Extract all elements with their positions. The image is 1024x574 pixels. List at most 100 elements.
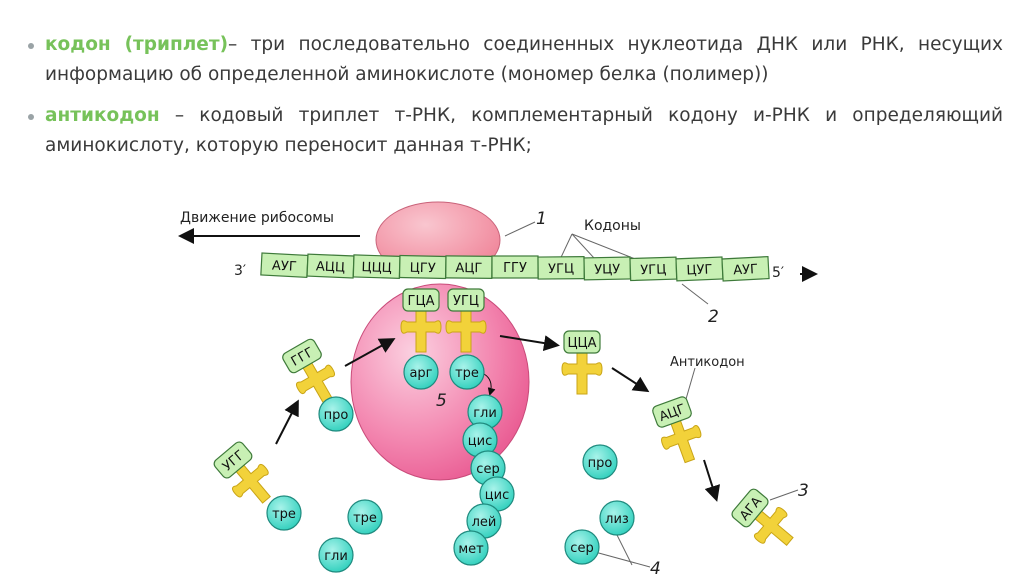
bullet-dot — [28, 114, 34, 120]
trna: АЦГ — [652, 396, 702, 464]
arrow-icon — [499, 335, 560, 351]
amino-acid: мет — [453, 530, 489, 566]
amino-acid: арг — [403, 354, 439, 390]
number-label: 2 — [708, 307, 719, 327]
number-label: 3 — [798, 481, 809, 501]
arrow-icon — [703, 459, 721, 502]
number-label: 1 — [536, 209, 547, 229]
amino-acid-label: гли — [473, 406, 497, 421]
amino-acid-label: сер — [476, 462, 499, 477]
codon-label: АЦГ — [455, 261, 482, 276]
anticodon-box — [731, 488, 769, 528]
trna: УГЦ — [445, 288, 487, 353]
codon-label: АУГ — [272, 259, 298, 275]
amino-acid-label: мет — [458, 542, 484, 557]
pointer-line — [594, 551, 651, 568]
trna-body-icon — [400, 309, 442, 353]
ribosome-large-subunit — [350, 283, 530, 481]
anticodon-box — [213, 441, 253, 479]
amino-acid: про — [582, 444, 618, 480]
anticodon-box — [402, 288, 440, 312]
number-label: 4 — [650, 559, 661, 574]
trna-body-icon — [661, 419, 702, 464]
codon: ЦГУ — [398, 254, 447, 280]
codon: УГЦ — [629, 256, 678, 282]
trna-body-icon — [561, 351, 603, 395]
amino-acid-label: цис — [468, 434, 492, 449]
amino-acid: цис — [462, 422, 498, 458]
amino-acid-label: тре — [455, 366, 479, 381]
pointer-line — [769, 489, 799, 501]
codons-label: Кодоны — [584, 218, 641, 234]
movement-label: Движение рибосомы — [180, 210, 334, 226]
anticodon-box — [652, 396, 692, 428]
amino-acid: цис — [479, 476, 515, 512]
codon: АЦГ — [445, 255, 493, 279]
codon: АЦЦ — [306, 253, 355, 279]
amino-acid: лиз — [599, 500, 635, 536]
codon-label: ГГУ — [503, 261, 527, 276]
amino-acid-label: тре — [272, 507, 296, 522]
pointer-line — [504, 221, 536, 237]
amino-acid-label: лей — [472, 515, 497, 530]
anticodon-box — [563, 330, 601, 354]
amino-acid-label: лиз — [605, 512, 629, 527]
amino-acid-label: цис — [485, 488, 509, 503]
trna: АГА — [731, 488, 794, 546]
anticodon-label: ЦЦА — [567, 336, 596, 351]
anticodon-box — [447, 288, 485, 312]
codon-label: УГЦ — [640, 262, 666, 278]
anticodon-caption: Антикодон — [670, 355, 745, 370]
bullet-codon: кодон (триплет)– три последовательно сое… — [28, 30, 1003, 90]
amino-acid: гли — [467, 394, 503, 430]
codon: ЦУГ — [675, 256, 724, 282]
amino-acid: лей — [466, 503, 502, 539]
amino-acid: про — [318, 396, 354, 432]
trna-body-icon — [753, 506, 794, 546]
codon-label: ЦЦЦ — [361, 260, 392, 276]
codon-label: ЦГУ — [410, 261, 436, 277]
pointer-line — [681, 283, 709, 305]
arrow-icon — [611, 367, 650, 393]
codon: УЦУ — [583, 256, 632, 281]
trna: ГЦА — [400, 288, 442, 353]
definition-codon: – три последовательно соединенных нуклео… — [45, 34, 1003, 85]
arrow-icon — [344, 338, 396, 367]
codon-label: АУГ — [733, 262, 759, 278]
codon-label: УГЦ — [548, 262, 574, 277]
codon: УГЦ — [537, 255, 585, 280]
amino-acid-label: сер — [570, 541, 593, 556]
term-codon: кодон (триплет) — [45, 34, 229, 55]
arrow-icon — [275, 399, 299, 445]
amino-acid: тре — [449, 354, 485, 390]
amino-acid: тре — [266, 495, 302, 531]
amino-acid: тре — [347, 499, 383, 535]
anticodon-label: УГЦ — [453, 294, 479, 309]
anticodon-box — [282, 338, 322, 374]
amino-acid-label: про — [324, 408, 349, 423]
amino-acid: гли — [318, 537, 354, 573]
codon-label: АЦЦ — [316, 259, 346, 275]
codon: АУГ — [260, 252, 309, 279]
codon-box — [721, 255, 770, 282]
bullet-list: кодон (триплет)– три последовательно сое… — [28, 30, 1003, 172]
end-3-label: 3′ — [234, 263, 246, 279]
amino-acid-label: арг — [409, 366, 432, 381]
amino-acid-label: тре — [353, 511, 377, 526]
trna-body-icon — [445, 309, 487, 353]
ribosome — [350, 201, 530, 481]
bullet-dot — [28, 43, 34, 49]
definition-anticodon: – кодовый триплет т-РНК, комплементарный… — [45, 105, 1003, 156]
trna: ГГГ — [282, 338, 336, 405]
anticodon-label: ГЦА — [408, 294, 435, 309]
peptide-bond-arrow-icon — [483, 373, 496, 396]
amino-acid-label: гли — [324, 549, 348, 564]
number-label: 5 — [436, 391, 447, 411]
codon: ЦЦЦ — [352, 254, 401, 279]
codon-label: ЦУГ — [686, 262, 713, 278]
amino-acid-label: про — [588, 456, 613, 471]
pointer-line — [616, 534, 633, 566]
term-anticodon: антикодон — [45, 105, 160, 126]
trna-body-icon — [231, 463, 271, 504]
